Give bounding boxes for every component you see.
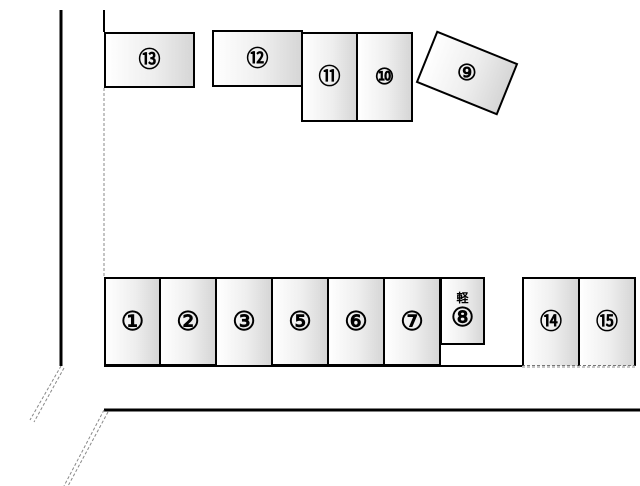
parking-space-11: ⑪ <box>301 32 358 122</box>
kei-car-label: 軽 <box>456 290 469 305</box>
space-number: ⑮ <box>595 309 618 335</box>
space-number: ⑩ <box>374 64 395 90</box>
space-number: ⑪ <box>318 64 341 90</box>
parking-space-6: ⑥ <box>327 277 385 366</box>
parking-space-14: ⑭ <box>522 277 580 366</box>
space-number: ⑥ <box>344 306 368 337</box>
space-number: ② <box>176 306 200 337</box>
parking-space-3: ③ <box>215 277 273 367</box>
space-number: ⑬ <box>138 47 161 73</box>
road-dashed-right-2 <box>67 411 109 486</box>
parking-space-12: ⑫ <box>212 30 303 87</box>
road-dashed-left-2 <box>33 367 65 423</box>
parking-space-7: ⑦ <box>383 277 441 366</box>
space-number: ③ <box>232 307 256 337</box>
parking-space-15: ⑮ <box>578 277 636 366</box>
space-number: ⑤ <box>288 306 312 337</box>
space-number: ⑧ <box>450 302 475 333</box>
parking-space-2: ② <box>159 277 217 366</box>
space-number: ⑨ <box>457 59 477 86</box>
parking-space-10: ⑩ <box>356 32 413 122</box>
space-number: ⑫ <box>246 45 269 72</box>
space-number: ⑦ <box>400 306 424 337</box>
parking-space-8-kei: 軽 ⑧ <box>440 277 485 345</box>
space-number: ① <box>120 306 145 337</box>
road-dashed-left <box>29 365 62 421</box>
parking-space-5: ⑤ <box>271 277 329 366</box>
parking-space-1: ① <box>104 277 161 366</box>
parking-space-13: ⑬ <box>104 32 195 88</box>
space-number: ⑭ <box>539 309 562 335</box>
road-dashed-right <box>63 409 105 486</box>
